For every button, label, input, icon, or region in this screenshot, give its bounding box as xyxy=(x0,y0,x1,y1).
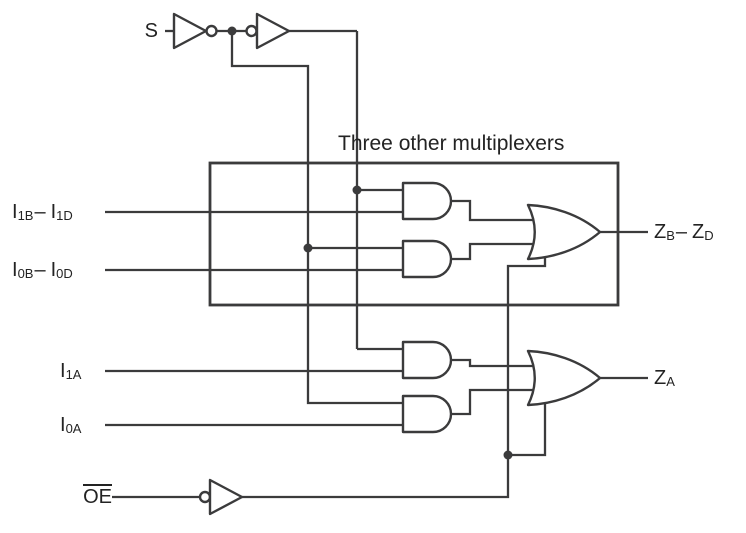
and-gate-i1bd xyxy=(401,181,453,221)
label-i1a: I1A xyxy=(60,358,81,384)
i1a-base: I xyxy=(60,360,66,382)
or-gate-za xyxy=(526,349,602,407)
label-s: S xyxy=(100,18,158,44)
junction-dot-sbar-tap xyxy=(227,26,237,36)
i1bd-second-base: I xyxy=(50,201,57,223)
i0bd-first-base: I xyxy=(12,259,18,281)
s-buffer-gate xyxy=(255,12,291,50)
za-sub: A xyxy=(666,374,675,389)
i0bd-second-base: I xyxy=(50,259,57,281)
zbd-dash: – xyxy=(675,221,688,243)
i1a-sub: 1A xyxy=(65,367,82,382)
multiplexers-group-box xyxy=(208,161,620,307)
label-i0a: I0A xyxy=(60,412,81,438)
junction-dot-s-branch xyxy=(352,185,362,195)
zbd-first-base: Z xyxy=(654,221,667,243)
s-inverter-gate xyxy=(172,12,208,50)
or-gate-zbd xyxy=(526,203,602,261)
wire-sbar-rail xyxy=(230,31,403,405)
i1bd-first-sub: 1B xyxy=(17,208,34,223)
oe-inverter-gate xyxy=(208,478,244,516)
i0bd-first-sub: 0B xyxy=(17,266,34,281)
i1bd-dash: – xyxy=(34,201,46,223)
zbd-second-base: Z xyxy=(692,221,705,243)
oe-inverter-bubble xyxy=(198,490,212,504)
label-za: ZA xyxy=(654,365,675,391)
wire-s-rail xyxy=(355,31,403,351)
zbd-second-sub: D xyxy=(704,228,714,243)
i0bd-dash: – xyxy=(34,259,46,281)
i1bd-first-base: I xyxy=(12,201,18,223)
and-gate-i0bd xyxy=(401,239,453,279)
label-oe: OE xyxy=(58,484,112,510)
and-gate-i1a xyxy=(401,340,453,380)
s-text: S xyxy=(144,20,158,42)
i0a-base: I xyxy=(60,414,66,436)
junction-dot-enable-branch xyxy=(503,450,513,460)
i1bd-second-sub: 1D xyxy=(56,208,73,223)
oe-text: OE xyxy=(83,484,112,508)
s-buffer-input-bubble xyxy=(245,24,258,38)
label-zb-zd: ZB–ZD xyxy=(654,219,714,245)
label-i1b-i1d: I1B–I1D xyxy=(12,199,73,225)
junction-dot-sbar-branch xyxy=(303,243,313,253)
i0bd-second-sub: 0D xyxy=(56,266,73,281)
label-i0b-i0d: I0B–I0D xyxy=(12,257,73,283)
zbd-first-sub: B xyxy=(666,228,675,243)
wire-enable-rail xyxy=(242,248,547,499)
s-inverter-bubble xyxy=(205,24,218,38)
wire-and1-to-or1 xyxy=(450,199,546,222)
wire-and2-to-or1 xyxy=(450,242,546,261)
and-gate-i0a xyxy=(401,394,453,434)
label-box-title: Three other multiplexers xyxy=(338,132,565,155)
i0a-sub: 0A xyxy=(65,421,82,436)
za-base: Z xyxy=(654,367,667,389)
